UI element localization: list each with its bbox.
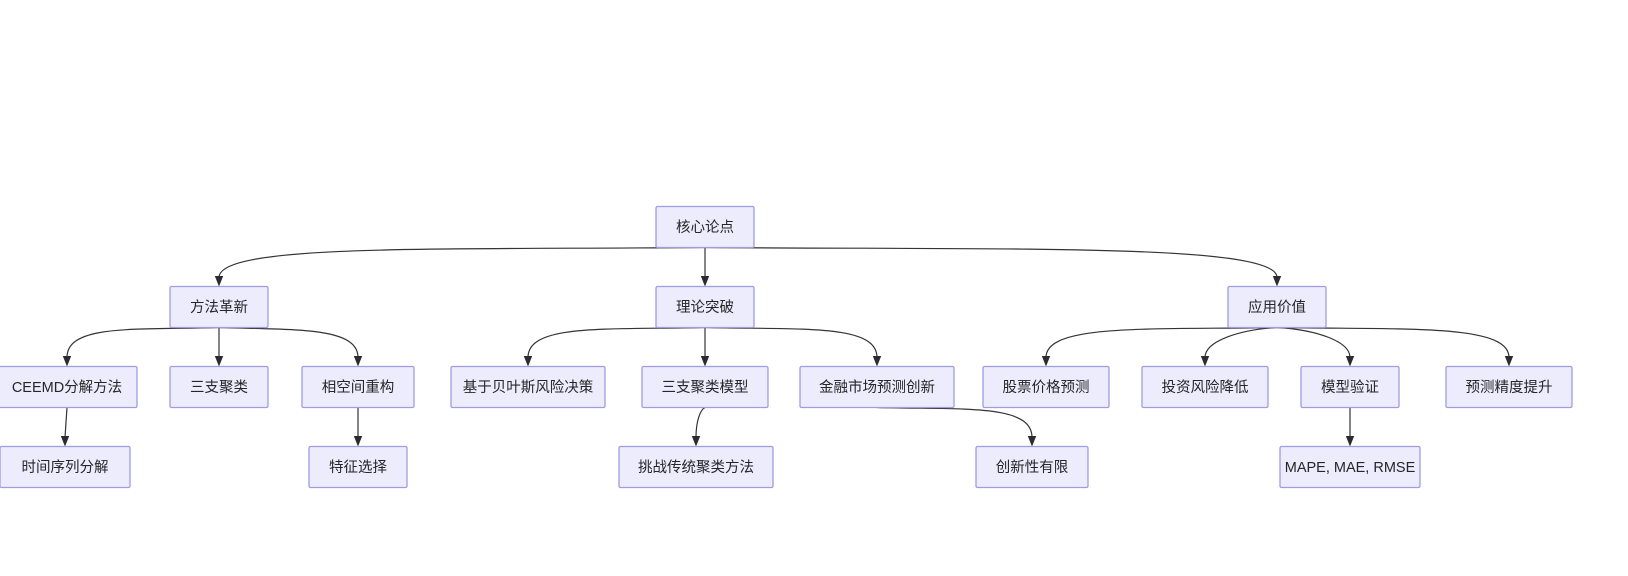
edge-l2e-to-l3c	[691, 406, 706, 447]
edge-l1b-to-l2f	[704, 326, 882, 367]
arrowhead-icon	[60, 436, 70, 447]
arrowhead-icon	[62, 356, 72, 367]
arrowhead-icon	[872, 356, 882, 367]
node-l3b[interactable]: 特征选择	[308, 445, 408, 489]
edge-l1c-to-l2j	[1276, 326, 1514, 367]
edge-line	[64, 407, 68, 438]
edges-layer	[60, 246, 1514, 447]
edge-line	[527, 326, 706, 358]
edge-line	[66, 326, 220, 358]
arrowhead-icon	[214, 356, 224, 367]
node-l1a[interactable]: 方法革新	[169, 285, 269, 329]
edge-l2i-to-l3e	[1345, 407, 1355, 447]
edge-l1a-to-l2a	[62, 326, 220, 367]
node-box[interactable]	[799, 365, 955, 409]
node-l1c[interactable]: 应用价值	[1227, 285, 1327, 329]
edge-l1c-to-l2g	[1041, 326, 1278, 367]
node-l2i[interactable]: 模型验证	[1300, 365, 1400, 409]
edge-l1b-to-l2d	[523, 326, 706, 367]
node-l2c[interactable]: 相空间重构	[301, 365, 415, 409]
edge-l1c-to-l2h	[1200, 326, 1278, 367]
edge-l1b-to-l2e	[700, 327, 710, 367]
node-box[interactable]	[450, 365, 606, 409]
edge-l2c-to-l3b	[353, 407, 363, 447]
arrowhead-icon	[1041, 356, 1051, 367]
edge-root-to-l1b	[700, 247, 710, 287]
edge-root-to-l1c	[704, 246, 1282, 287]
node-l3a[interactable]: 时间序列分解	[0, 445, 131, 489]
arrowhead-icon	[353, 356, 363, 367]
edge-l2f-to-l3d	[876, 406, 1037, 447]
node-box[interactable]	[1279, 445, 1421, 489]
node-l2d[interactable]: 基于贝叶斯风险决策	[450, 365, 606, 409]
node-l1b[interactable]: 理论突破	[655, 285, 755, 329]
arrowhead-icon	[1504, 356, 1514, 367]
node-box[interactable]	[0, 365, 138, 409]
arrowhead-icon	[1345, 356, 1355, 367]
node-l2f[interactable]: 金融市场预测创新	[799, 365, 955, 409]
edge-line	[1204, 326, 1278, 358]
edge-l1a-to-l2c	[218, 326, 363, 367]
node-box[interactable]	[618, 445, 774, 489]
nodes-layer: 核心论点方法革新 理论突破 应用价值 CEEMD分解方法三支聚类相空间重构基于贝叶斯风…	[0, 205, 1573, 489]
node-l3e[interactable]: MAPE, MAE, RMSE	[1279, 445, 1421, 489]
node-box[interactable]	[1445, 365, 1573, 409]
arrowhead-icon	[353, 436, 363, 447]
node-box[interactable]	[982, 365, 1110, 409]
node-box[interactable]	[308, 445, 408, 489]
edge-line	[218, 246, 706, 278]
node-box[interactable]	[641, 365, 769, 409]
edge-l1c-to-l2i	[1276, 326, 1355, 367]
node-l3d[interactable]: 创新性有限	[975, 445, 1089, 489]
node-l2a[interactable]: CEEMD分解方法	[0, 365, 138, 409]
node-l2h[interactable]: 投资风险降低	[1141, 365, 1269, 409]
node-box[interactable]	[655, 205, 755, 249]
node-box[interactable]	[1300, 365, 1400, 409]
node-l2j[interactable]: 预测精度提升	[1445, 365, 1573, 409]
edge-root-to-l1a	[214, 246, 706, 287]
edge-line	[218, 326, 359, 358]
arrowhead-icon	[1200, 356, 1210, 367]
node-box[interactable]	[169, 285, 269, 329]
node-box[interactable]	[169, 365, 269, 409]
node-l3c[interactable]: 挑战传统聚类方法	[618, 445, 774, 489]
edge-l1a-to-l2b	[214, 327, 224, 367]
node-box[interactable]	[1227, 285, 1327, 329]
node-box[interactable]	[655, 285, 755, 329]
arrowhead-icon	[691, 436, 701, 447]
arrowhead-icon	[523, 356, 533, 367]
node-root[interactable]: 核心论点	[655, 205, 755, 249]
node-box[interactable]	[1141, 365, 1269, 409]
arrowhead-icon	[214, 276, 224, 287]
node-box[interactable]	[0, 445, 131, 489]
node-l2b[interactable]: 三支聚类	[169, 365, 269, 409]
edge-l2a-to-l3a	[60, 407, 70, 447]
edge-line	[876, 406, 1033, 438]
edge-line	[695, 406, 706, 438]
arrowhead-icon	[1272, 276, 1282, 287]
arrowhead-icon	[1345, 436, 1355, 447]
arrowhead-icon	[700, 276, 710, 287]
node-l2g[interactable]: 股票价格预测	[982, 365, 1110, 409]
node-box[interactable]	[301, 365, 415, 409]
node-box[interactable]	[975, 445, 1089, 489]
edge-line	[1276, 326, 1351, 358]
arrowhead-icon	[700, 356, 710, 367]
edge-line	[704, 246, 1278, 278]
node-l2e[interactable]: 三支聚类模型	[641, 365, 769, 409]
edge-line	[704, 326, 878, 358]
arrowhead-icon	[1027, 436, 1037, 447]
